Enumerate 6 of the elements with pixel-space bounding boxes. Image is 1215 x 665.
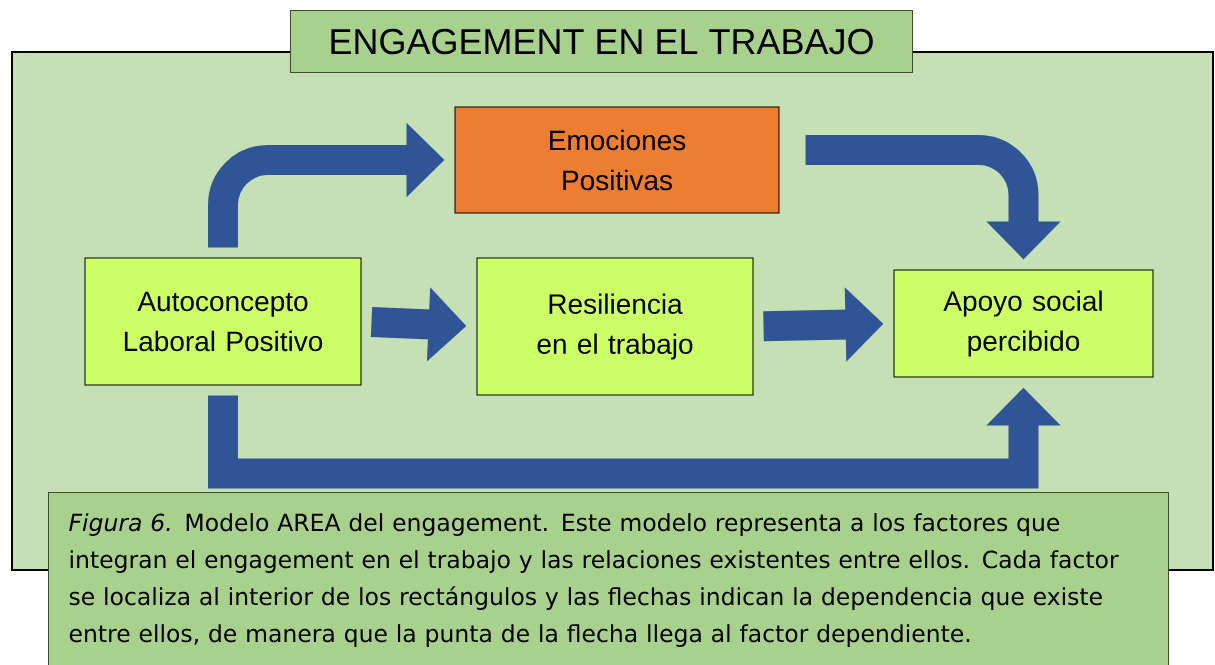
factor-box: Autoconcepto Laboral Positivo [84,257,362,386]
factor-box: Resiliencia en el trabajo [476,257,754,396]
factor-box: Emociones Positivas [454,106,780,214]
caption-box: Figura 6. Modelo AREA del engagement. Este modelo representa a los factores que integran el engagement en el trabajo y las relaciones existentes entre ellos. Cada factor se localiza al interior de los rectángulos y las flechas indican la dependencia que existe entre ellos, de manera que la punta de la flecha llega al factor dependiente. [48,492,1169,665]
title-box: ENGAGEMENT EN EL TRABAJO [290,10,913,73]
factor-box: Apoyo social percibido [893,269,1154,378]
